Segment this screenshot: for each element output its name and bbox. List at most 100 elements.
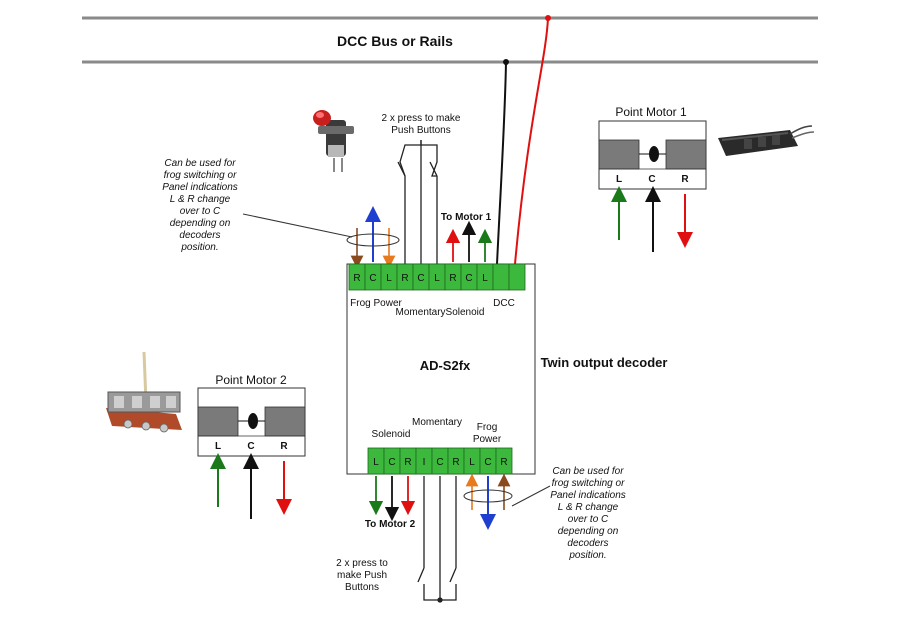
svg-text:decoders: decoders (179, 230, 220, 241)
svg-text:depending on: depending on (558, 526, 619, 537)
top-push-switches (397, 140, 438, 264)
svg-text:Push Buttons: Push Buttons (391, 125, 450, 136)
bottom-frog-arrows (463, 473, 551, 530)
svg-text:Can be used for: Can be used for (552, 466, 624, 477)
top-terminal-7: C (460, 263, 478, 291)
bottom-terminal-label-5: R (452, 457, 459, 468)
svg-text:Frog Power: Frog Power (350, 298, 402, 309)
top-terminal-labels: Frog Power MomentarySolenoid DCC (350, 298, 515, 318)
bottom-terminal-labels: Solenoid Momentary Frog Power (372, 417, 502, 445)
bottom-terminal-label-1: C (388, 457, 395, 468)
top-terminal-8: L (476, 263, 494, 291)
svg-text:over to C: over to C (180, 206, 221, 217)
svg-text:R: R (681, 174, 689, 185)
svg-text:Can be used for: Can be used for (164, 158, 236, 169)
top-terminal-10 (508, 263, 526, 291)
svg-text:position.: position. (180, 242, 218, 253)
bottom-push-note: 2 x press to make Push Buttons (336, 558, 388, 593)
svg-text:position.: position. (568, 550, 606, 561)
top-terminal-label-3: R (401, 273, 408, 284)
top-terminal-2: L (380, 263, 398, 291)
top-terminal-label-8: L (482, 273, 488, 284)
top-frog-arrows (346, 206, 400, 269)
svg-text:L & R change: L & R change (558, 502, 619, 513)
top-terminal-9 (492, 263, 510, 291)
bottom-terminal-label-0: L (373, 457, 379, 468)
svg-text:frog switching or: frog switching or (164, 170, 237, 181)
point-motor-1: Point Motor 1 L C R (598, 105, 707, 252)
decoder-box: AD-S2fx (346, 263, 536, 475)
svg-text:L: L (616, 174, 622, 185)
bottom-terminal-label-6: L (469, 457, 475, 468)
bottom-terminal-5: R (447, 447, 465, 475)
svg-text:make Push: make Push (337, 570, 387, 581)
svg-text:C: C (648, 174, 655, 185)
svg-text:Power: Power (473, 434, 502, 445)
svg-text:2 x press to: 2 x press to (336, 558, 388, 569)
bottom-terminal-3: I (415, 447, 433, 475)
svg-text:Buttons: Buttons (345, 582, 379, 593)
top-terminal-label-4: C (417, 273, 424, 284)
svg-text:Momentary: Momentary (412, 417, 462, 428)
svg-text:Solenoid: Solenoid (372, 429, 411, 440)
point-motor-1-photo-icon (718, 125, 815, 156)
point-motor-2: Point Motor 2 L C R (197, 373, 306, 519)
svg-text:R: R (280, 441, 288, 452)
svg-text:MomentarySolenoid: MomentarySolenoid (396, 307, 485, 318)
svg-text:frog switching or: frog switching or (552, 478, 625, 489)
top-terminal-label-1: C (369, 273, 376, 284)
point-motor-2-title: Point Motor 2 (215, 373, 287, 387)
bottom-terminal-2: R (399, 447, 417, 475)
to-motor-2-label: To Motor 2 (365, 519, 416, 530)
bottom-terminal-0: L (367, 447, 385, 475)
top-terminal-5: L (428, 263, 446, 291)
svg-text:Panel indications: Panel indications (162, 182, 238, 193)
top-push-note: 2 x press to make Push Buttons (382, 113, 461, 136)
bottom-terminal-6: L (463, 447, 481, 475)
bottom-terminal-label-2: R (404, 457, 411, 468)
bottom-terminal-label-8: R (500, 457, 507, 468)
point-motor-1-title: Point Motor 1 (615, 105, 687, 119)
top-terminal-0: R (348, 263, 366, 291)
top-terminal-label-0: R (353, 273, 360, 284)
to-motor-1-arrows: To Motor 1 (441, 212, 493, 262)
bottom-terminal-label-3: I (423, 457, 426, 468)
top-terminal-label-6: R (449, 273, 456, 284)
bottom-push-switches (417, 476, 457, 603)
point-motor-2-photo-icon (106, 351, 182, 433)
svg-text:C: C (247, 441, 254, 452)
to-motor-1-label: To Motor 1 (441, 212, 492, 223)
top-terminal-label-5: L (434, 273, 440, 284)
bottom-terminal-1: C (383, 447, 401, 475)
left-note: Can be used for frog switching or Panel … (162, 158, 353, 253)
svg-text:2 x press to make: 2 x press to make (382, 113, 461, 124)
dcc-feed-wires (496, 15, 551, 265)
svg-text:L & R change: L & R change (170, 194, 231, 205)
svg-text:L: L (215, 441, 221, 452)
svg-text:DCC: DCC (493, 298, 515, 309)
svg-text:Panel indications: Panel indications (550, 490, 626, 501)
svg-text:decoders: decoders (567, 538, 608, 549)
decoder-name: AD-S2fx (420, 358, 471, 373)
bottom-terminal-4: C (431, 447, 449, 475)
top-terminal-6: R (444, 263, 462, 291)
to-motor-2-arrows: To Motor 2 (365, 476, 416, 530)
dcc-bus: DCC Bus or Rails (82, 16, 818, 64)
top-terminal-1: C (364, 263, 382, 291)
top-terminal-4: C (412, 263, 430, 291)
right-note: Can be used for frog switching or Panel … (550, 466, 626, 561)
decoder-description: Twin output decoder (541, 355, 668, 370)
top-terminal-label-2: L (386, 273, 392, 284)
svg-text:over to C: over to C (568, 514, 609, 525)
bus-label: DCC Bus or Rails (337, 33, 453, 49)
push-button-photo-icon (313, 110, 354, 172)
bottom-terminal-8: R (495, 447, 513, 475)
bottom-terminal-label-4: C (436, 457, 443, 468)
svg-text:Frog: Frog (477, 422, 498, 433)
bottom-terminal-7: C (479, 447, 497, 475)
bottom-terminal-label-7: C (484, 457, 491, 468)
top-terminal-label-7: C (465, 273, 472, 284)
